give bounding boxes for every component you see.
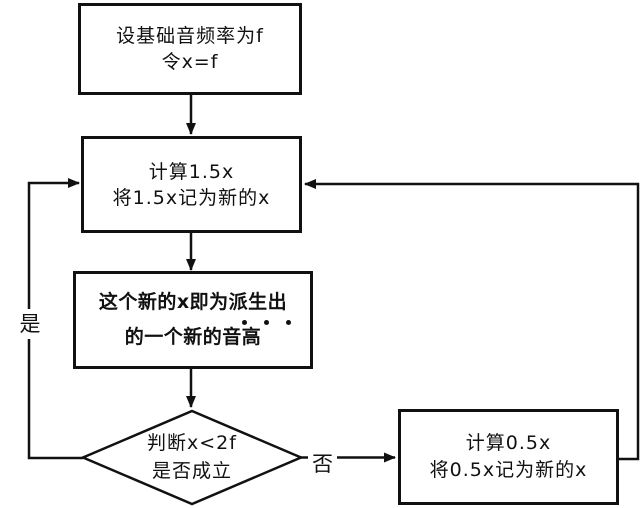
edge-label-yes: 是 — [16, 309, 44, 339]
node-halve-line2: 将0.5x记为新的x — [429, 459, 588, 481]
node-decision-text: 判断x<2f 是否成立 — [117, 429, 267, 485]
node-multiply: 计算1.5x 将1.5x记为新的x — [81, 136, 302, 233]
node-decision-line2: 是否成立 — [151, 460, 232, 482]
node-derived-pitch: 这个新的x即为派生出 的一个新的音高 — [73, 271, 313, 369]
node-multiply-line2: 将1.5x记为新的x — [112, 186, 271, 209]
node-derived-line1: 这个新的x即为派生出 — [98, 291, 288, 313]
node-multiply-line1: 计算1.5x — [148, 160, 235, 183]
node-start-line1: 设基础音频率为f — [116, 25, 264, 47]
node-halve-line1: 计算0.5x — [465, 432, 552, 454]
emphasis-dots-icon — [242, 320, 291, 325]
edge-label-no: 否 — [308, 449, 337, 479]
node-start: 设基础音频率为f 令x=f — [78, 3, 302, 95]
node-halve: 计算0.5x 将0.5x记为新的x — [398, 409, 619, 505]
decision-diamond — [79, 409, 305, 506]
node-decision-line1: 判断x<2f — [147, 432, 237, 454]
edge-halve-loop-to-multiply — [304, 179, 640, 461]
node-derived-line2: 的一个新的音高 — [124, 326, 262, 348]
node-start-line2: 令x=f — [161, 51, 219, 73]
